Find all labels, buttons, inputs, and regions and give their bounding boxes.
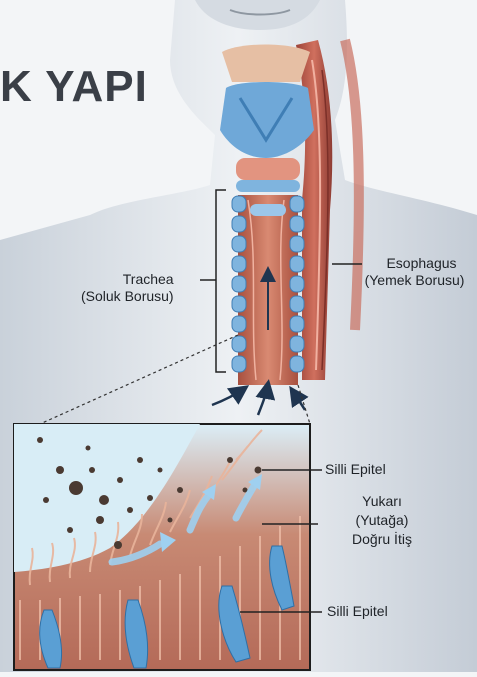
push-label-line1: Yukarı bbox=[322, 492, 442, 511]
trachea-label-line1: Trachea bbox=[117, 271, 174, 288]
push-label-line3: Doğru İtiş bbox=[322, 530, 442, 549]
esophagus-label-line2: (Yemek Borusu) bbox=[352, 272, 477, 289]
esophagus-label: Esophagus (Yemek Borusu) bbox=[366, 255, 477, 289]
title-heading: K YAPI bbox=[0, 62, 148, 112]
trachea-label: Trachea (Soluk Borusu) bbox=[117, 271, 174, 305]
silli-epitel-top-label: Silli Epitel bbox=[325, 461, 386, 478]
silli-epitel-bottom-label: Silli Epitel bbox=[327, 603, 388, 620]
esophagus-label-line1: Esophagus bbox=[366, 255, 477, 272]
push-direction-label: Yukarı (Yutağa) Doğru İtiş bbox=[322, 492, 442, 549]
trachea bbox=[232, 195, 304, 385]
trachea-label-line2: (Soluk Borusu) bbox=[81, 288, 174, 305]
trachea-rings-left bbox=[232, 196, 246, 372]
inset-epithelium bbox=[14, 424, 310, 670]
trachea-rings-right bbox=[290, 196, 304, 372]
push-label-line2: (Yutağa) bbox=[322, 511, 442, 530]
